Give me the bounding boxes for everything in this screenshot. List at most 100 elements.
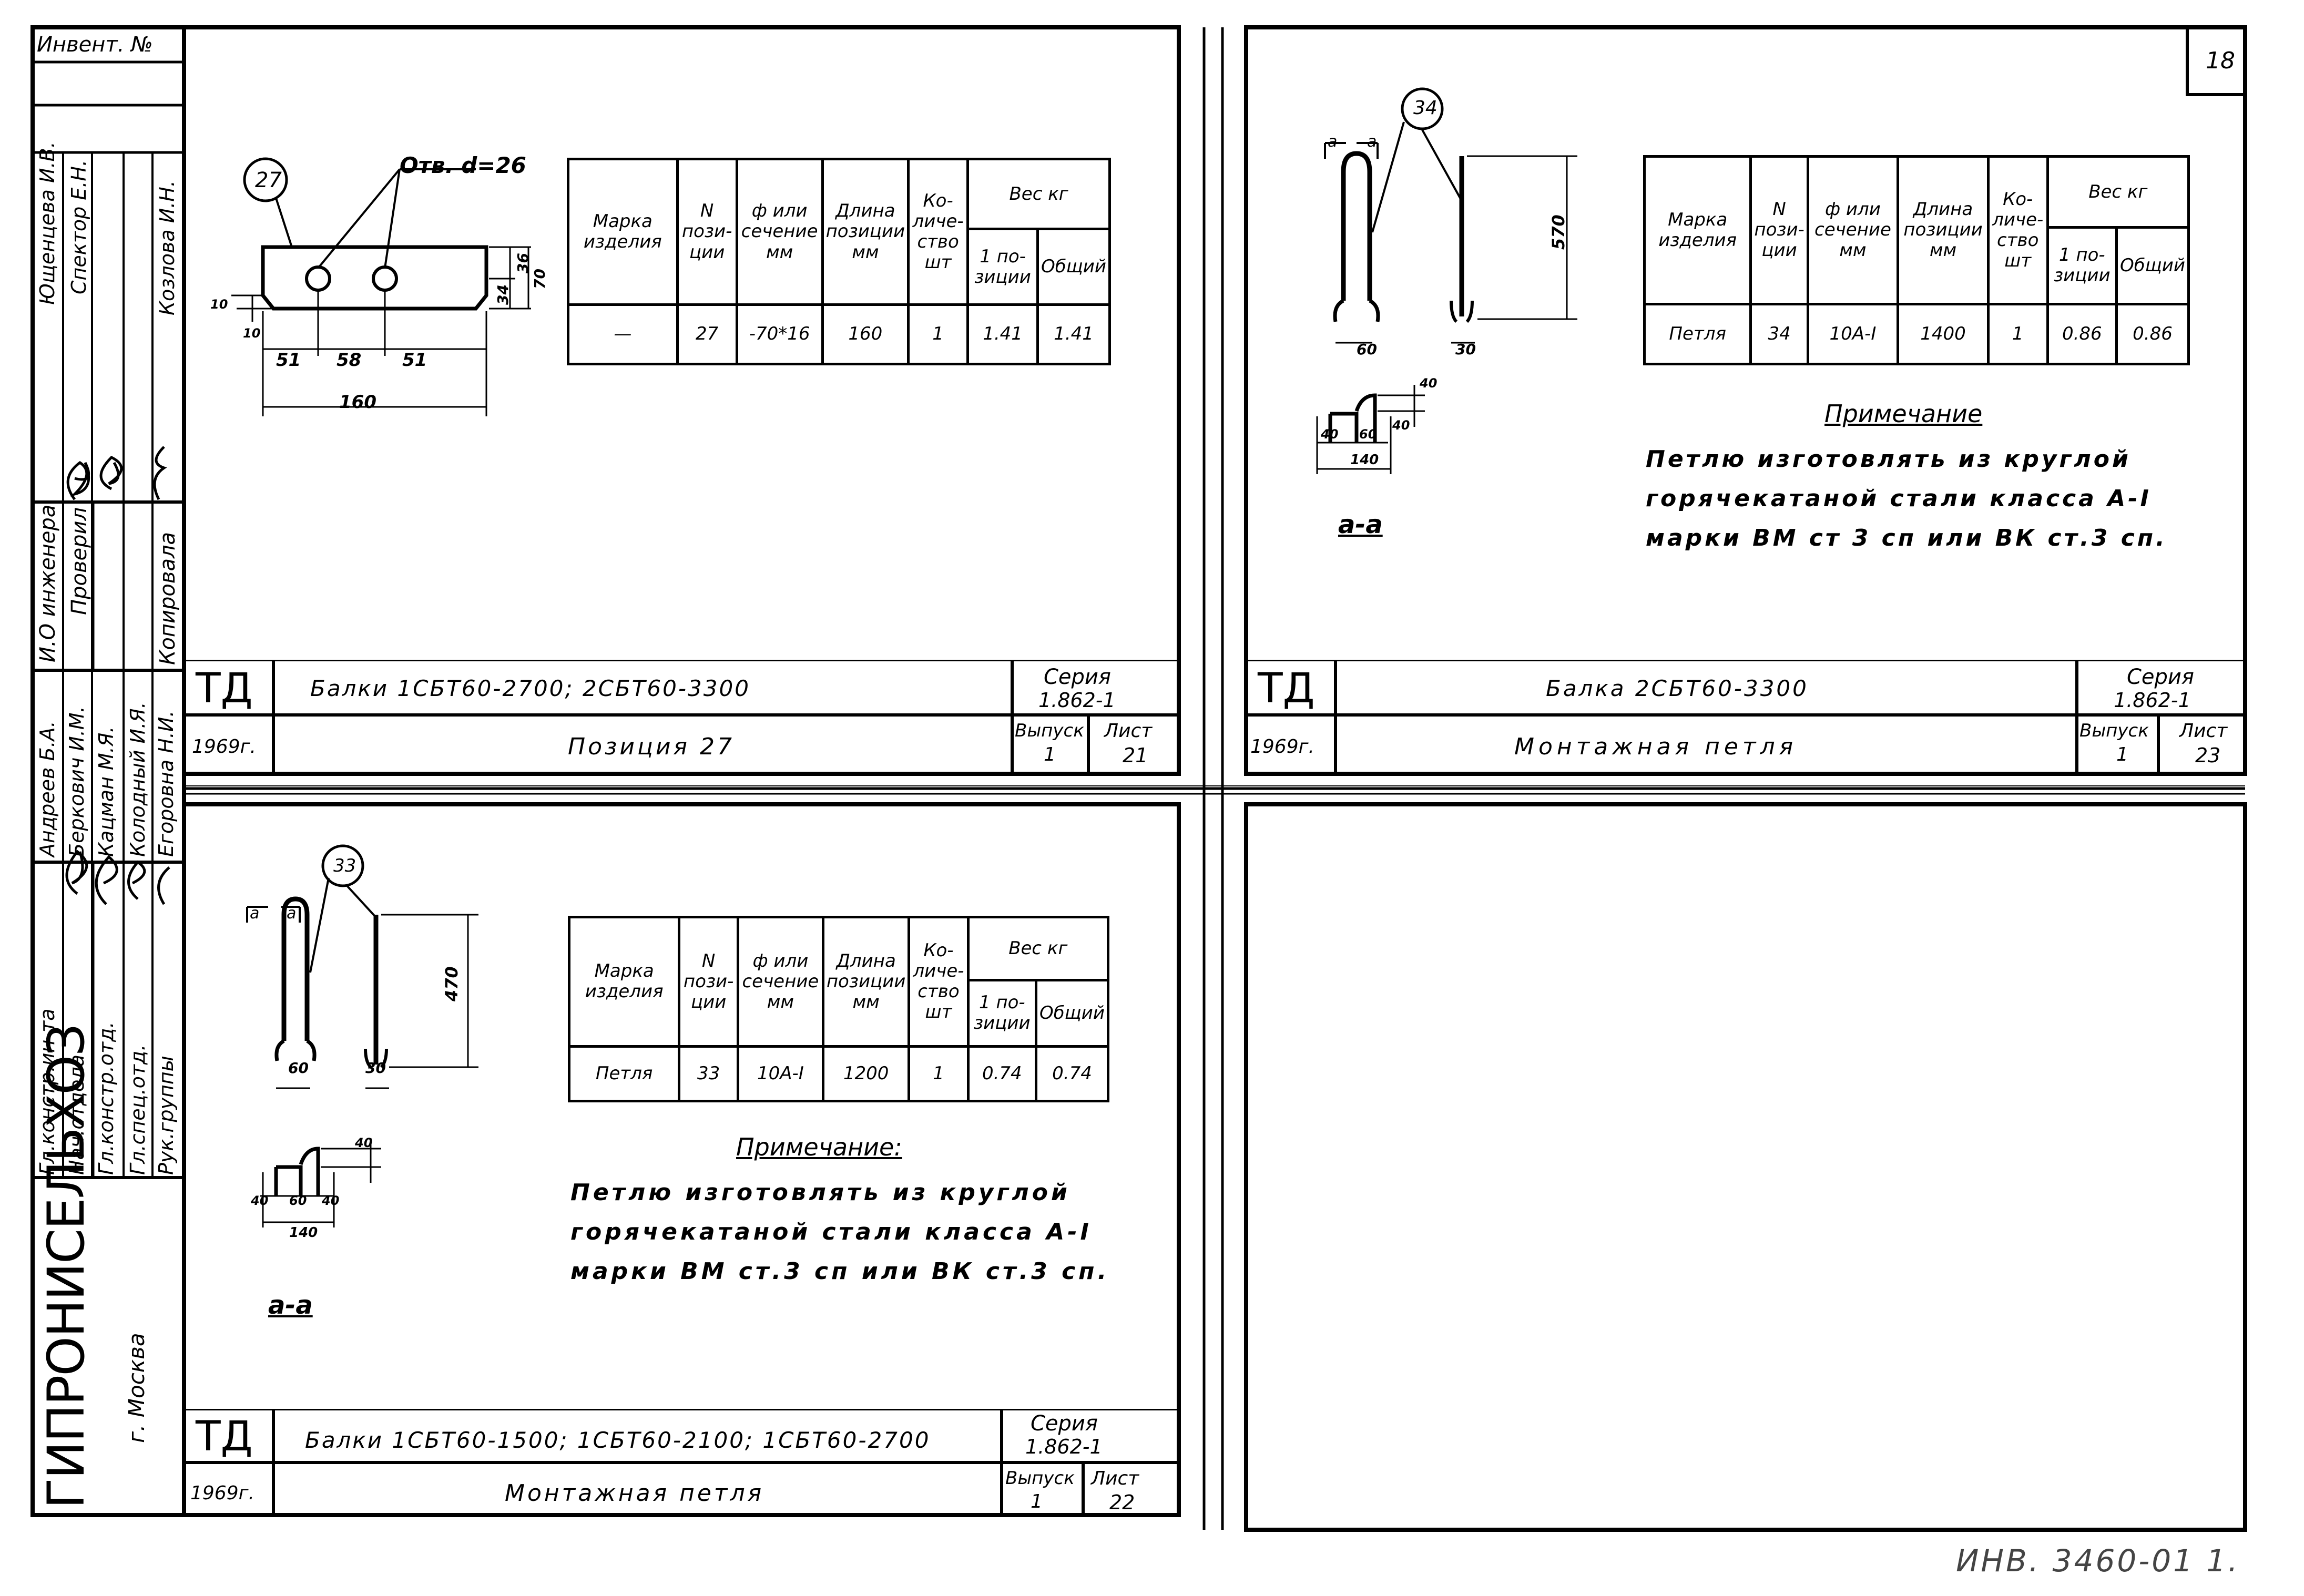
panel3-series: 1.862-1 [1025,1435,1103,1458]
panel2-sheet-label: Лист [2179,720,2228,742]
hdr-w-total: Общий [1035,979,1109,1048]
panel3-dim-60s: 60 [289,1193,307,1208]
panel2-year: 1969г. [1250,736,1314,758]
hdr-diam: ф или сечение мм [1806,155,1900,305]
organization-name: ГИПРОНИСЕЛЬХОЗ [37,1025,96,1509]
panel2-dim-40a: 40 [1321,427,1339,442]
cell-diam: 10А-I [1806,302,1900,366]
hdr-mark: Марка изделия [567,157,679,306]
cell-qty: 1 [907,303,970,365]
panel2-sheet: 23 [2195,744,2221,767]
cell-w-one: 1.41 [966,303,1039,365]
panel1-spec-table: Марка изделия N пози-ции ф или сечение м… [567,157,1111,365]
dim-51b: 51 [402,350,427,371]
panel3-note-line-3: марки ВМ ст.3 сп или ВК ст.3 сп. [570,1258,1110,1285]
panel3-drawing [246,844,478,1227]
panel2-note-line-3: марки ВМ ст 3 сп или ВК ст.3 сп. [1646,525,2167,551]
panel3-dim-470: 470 [442,966,462,1001]
panel1-drawing [231,157,531,416]
dim-70: 70 [531,269,548,289]
panel2-series-label: Серия [2127,665,2194,689]
cell-qty: 1 [1986,302,2049,366]
cell-mark: Петля [567,1045,681,1102]
cell-w-total: 0.74 [1035,1045,1109,1102]
hdr-pos: N пози-ции [676,157,738,306]
panel3-spec-table: Марка изделия N пози-ции ф или сечение м… [567,915,1110,1102]
panel2-drawing [1316,87,1577,474]
panel2-subtitle: Монтажная петля [1514,733,1798,760]
panel2-note-title: Примечание [1824,400,1983,428]
panel3-titleblock-lines [184,1409,1179,1515]
hdr-weight: Вес кг [966,915,1110,982]
dim-10b: 10 [243,326,261,341]
cell-w-total: 0.86 [2115,302,2190,366]
sheet-number: 18 [2206,47,2235,74]
panel2-dim-60: 60 [1357,341,1377,358]
cell-diam: 10А-I [737,1045,824,1102]
hole-label: Отв. d=26 [400,152,526,178]
panel3-section-mark-left: а [250,904,260,923]
panel2-spec-table: Марка изделия N пози-ции ф или сечение м… [1643,155,2190,366]
hdr-qty: Ко-личе-ство шт [908,916,970,1048]
cell-mark: — [567,303,679,365]
hdr-qty: Ко-личе-ство шт [907,157,970,306]
panel3-section-mark-right: а [287,904,297,923]
hdr-weight: Вес кг [2046,155,2190,229]
panel1-sheet-label: Лист [1104,720,1153,742]
panel3-dim-30: 30 [365,1059,386,1077]
panel3-sheet: 22 [1109,1491,1135,1514]
callout-27: 27 [255,168,282,192]
callout-33: 33 [333,855,356,876]
hdr-length: Длина позиции мм [1897,155,1990,305]
panel2-dim-570: 570 [1548,214,1568,250]
cell-length: 1200 [821,1045,911,1102]
hdr-length: Длина позиции мм [821,916,911,1048]
cell-pos: 33 [678,1045,739,1102]
dim-10a: 10 [210,297,228,312]
cell-diam: -70*16 [735,303,824,365]
cell-mark: Петля [1643,302,1752,366]
hdr-pos: N пози-ции [1749,155,1809,305]
hdr-qty: Ко-личе-ство шт [1986,155,2049,305]
panel2-section-mark-left: а [1328,132,1338,151]
panel2-dim-60s: 60 [1359,427,1377,442]
panel3-dim-40b: 40 [322,1193,340,1208]
cell-w-one: 0.86 [2046,302,2118,366]
panel1-sheet: 21 [1123,744,1148,767]
panel3-dim-60: 60 [288,1059,309,1077]
hdr-weight: Вес кг [966,157,1111,231]
archive-mark: ИНВ. 3460-01 1. [1956,1543,2240,1579]
panel3-year: 1969г. [190,1482,254,1504]
hdr-w-one: 1 по-зиции [966,228,1039,306]
hdr-diam: ф или сечение мм [735,157,824,306]
cell-w-one: 0.74 [966,1045,1038,1102]
hdr-length: Длина позиции мм [821,157,910,306]
hdr-w-total: Общий [1036,228,1111,306]
panel1-series-label: Серия [1044,665,1111,689]
panel1-issue-label: Выпуск [1015,720,1084,741]
panel2-titleblock-lines [1246,660,2245,774]
panel3-title: Балки 1СБТ60-1500; 1СБТ60-2100; 1СБТ60-2… [305,1427,931,1453]
cell-length: 1400 [1897,302,1990,366]
panel2-section-mark-right: а [1367,132,1377,151]
panel1-titleblock-lines [184,660,1179,774]
panel3-dim-40c: 40 [355,1135,373,1150]
panel3-section-label: а-а [268,1291,313,1320]
hdr-mark: Марка изделия [1643,155,1752,305]
inv-label: Инвент. № [37,33,153,57]
panel2-td: ТД [1258,665,1315,712]
panel3-subtitle: Монтажная петля [505,1480,764,1507]
panel1-td: ТД [196,665,253,712]
panel2-issue-label: Выпуск [2079,720,2149,741]
panel3-td: ТД [196,1413,253,1460]
panel1-subtitle: Позиция 27 [568,733,735,760]
panel2-section-label: а-а [1338,510,1383,539]
dim-34: 34 [494,284,512,305]
dim-51a: 51 [276,350,301,371]
panel1-title: Балки 1СБТ60-2700; 2СБТ60-3300 [310,676,750,701]
signatures [65,446,170,905]
panel2-dim-30: 30 [1455,341,1476,358]
hdr-mark: Марка изделия [567,916,681,1048]
hdr-w-one: 1 по-зиции [2046,226,2118,305]
panel3-note-title: Примечание: [736,1133,902,1161]
